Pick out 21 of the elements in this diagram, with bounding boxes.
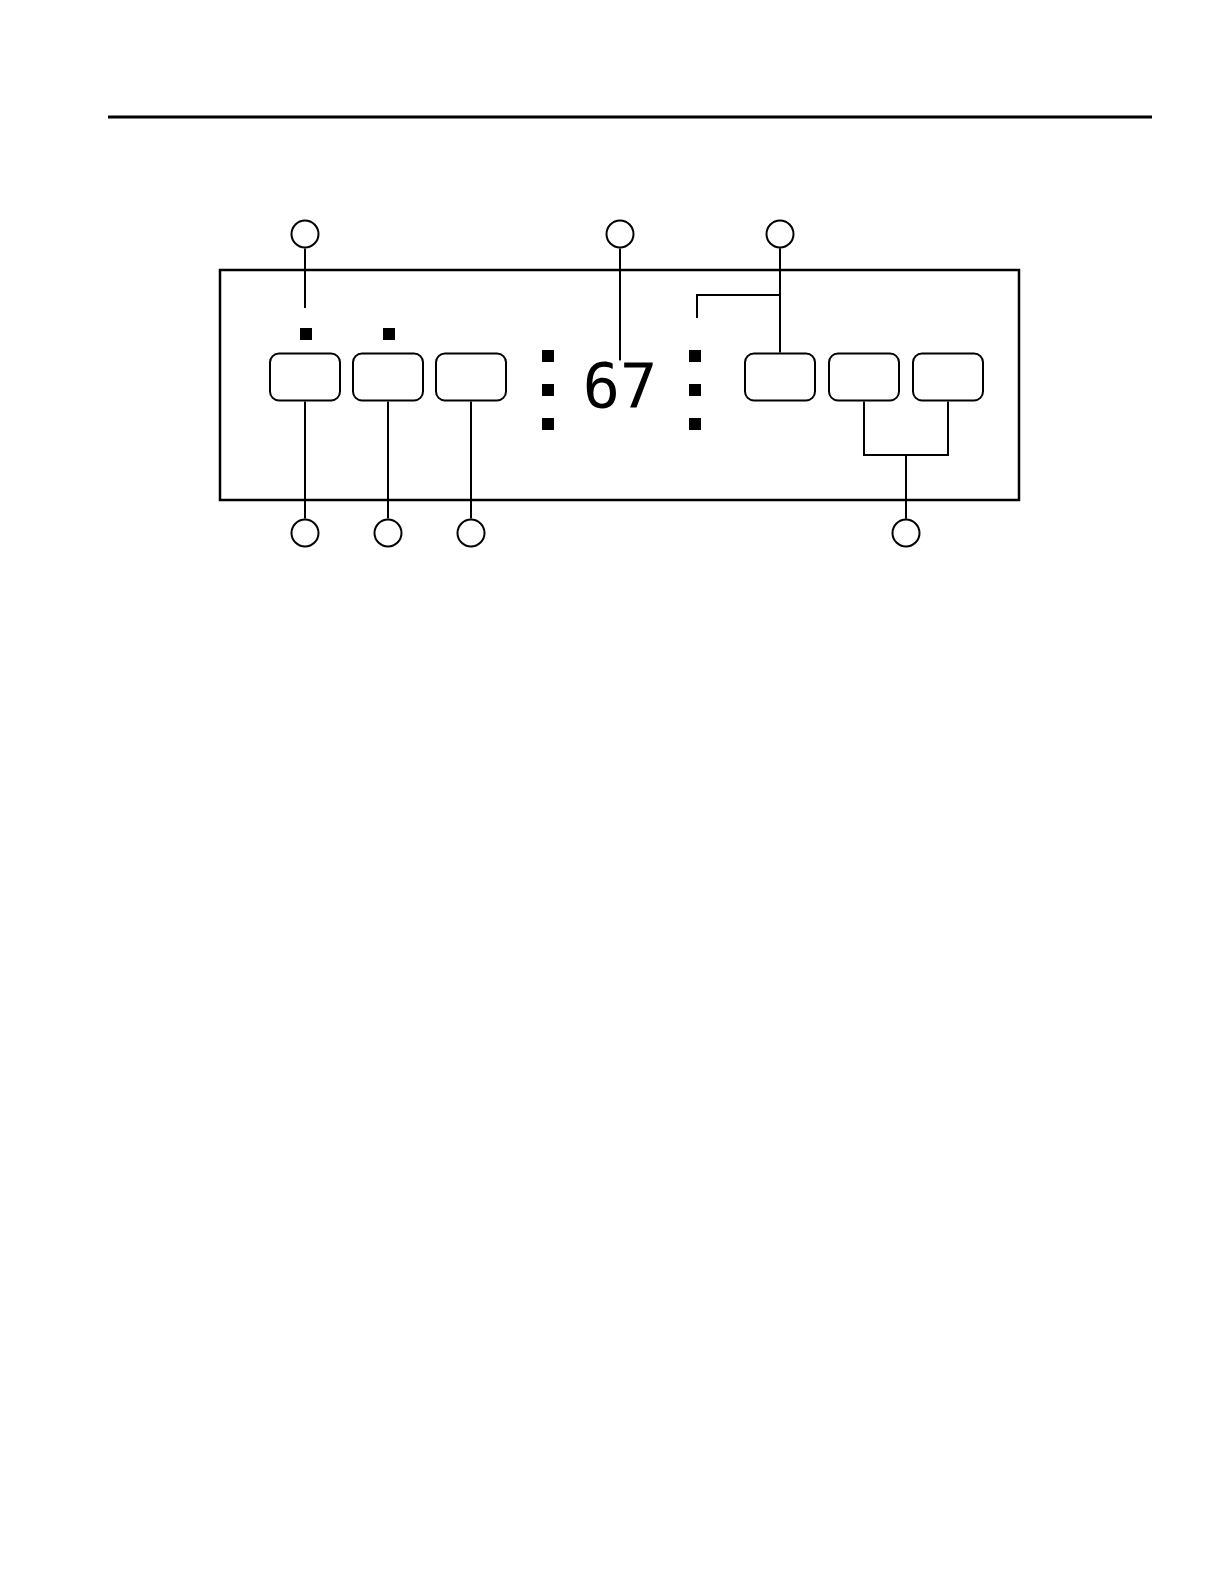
callout-circle xyxy=(765,219,795,249)
callout-circle xyxy=(456,518,486,548)
control-button xyxy=(912,352,984,402)
control-button xyxy=(352,352,424,402)
control-button xyxy=(828,352,900,402)
callout-circle xyxy=(605,219,635,249)
callout-circle xyxy=(290,518,320,548)
leader-line xyxy=(905,400,949,520)
control-button xyxy=(435,352,507,402)
control-button xyxy=(269,352,341,402)
leader-line xyxy=(619,247,621,362)
leader-line xyxy=(387,400,389,520)
leader-line xyxy=(470,400,472,520)
leader-line xyxy=(696,247,781,319)
leader-line xyxy=(304,400,306,520)
leader-line xyxy=(304,247,306,309)
callout-circle xyxy=(891,518,921,548)
callout-circle xyxy=(290,219,320,249)
control-button xyxy=(744,352,816,402)
callout-circle xyxy=(373,518,403,548)
display-readout: 67 xyxy=(586,361,653,409)
